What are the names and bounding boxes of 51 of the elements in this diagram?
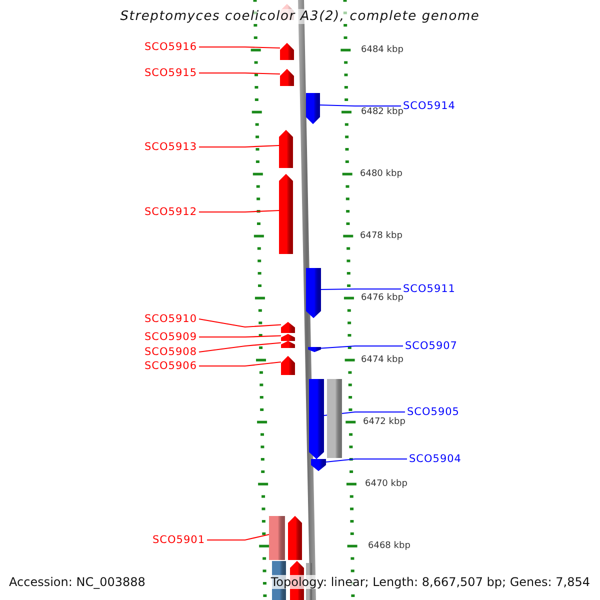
gene-label: SCO5904 [409, 453, 462, 465]
scale-label: 6474 kbp [361, 355, 404, 366]
leader-line [321, 288, 401, 290]
leader-line [198, 342, 282, 353]
gene-label: SCO5913 [144, 141, 197, 153]
info-text: Topology: linear; Length: 8,667,507 bp; Genes: 7,854 [270, 575, 590, 589]
gene-label: SCO5912 [144, 206, 197, 218]
gene-feature [308, 347, 321, 352]
gene-label: SCO5911 [403, 283, 456, 295]
gene-label: SCO5908 [144, 346, 197, 358]
gene-label: SCO5915 [144, 67, 197, 79]
leader-line [199, 72, 280, 75]
leader-line [199, 144, 280, 148]
scale-label: 6472 kbp [363, 417, 406, 428]
gene-feature [288, 516, 302, 560]
gene-label: SCO5907 [405, 340, 458, 352]
leader-line [207, 534, 270, 541]
gene-feature [281, 341, 295, 348]
gene-label: SCO5910 [144, 313, 197, 325]
leader-line [199, 46, 280, 49]
gene-feature [281, 322, 295, 333]
scale-label: 6468 kbp [368, 541, 410, 552]
gene-label: SCO5906 [144, 360, 197, 372]
gene-feature [280, 43, 294, 60]
scale-label: 6478 kbp [360, 231, 402, 242]
gene-label: SCO5901 [152, 534, 205, 546]
gene-feature [281, 356, 295, 375]
scale-label: 6470 kbp [365, 479, 408, 490]
leader-line [326, 458, 407, 463]
scale-label: 6480 kbp [360, 169, 402, 180]
info-text: Accession: NC_003888 [9, 575, 146, 589]
gene-feature [279, 174, 293, 254]
gene-label: SCO5916 [144, 41, 197, 53]
leader-line [320, 104, 401, 107]
gene-feature [281, 334, 295, 341]
leader-line [320, 345, 403, 349]
leader-line [199, 210, 280, 213]
leader-line [199, 361, 282, 367]
gene-label: SCO5909 [144, 331, 197, 343]
gene-label: SCO5905 [407, 406, 460, 418]
gene-feature [306, 93, 320, 124]
scale-label: 6476 kbp [361, 293, 404, 304]
scale-label: 6482 kbp [361, 107, 404, 118]
gene-feature [311, 459, 326, 471]
gene-label: SCO5914 [403, 100, 456, 112]
scale-label: 6484 kbp [361, 45, 404, 56]
leader-line [199, 335, 282, 338]
leader-line [198, 318, 282, 328]
gene-feature [279, 130, 293, 168]
gene-feature [306, 268, 321, 318]
gene-feature [280, 69, 294, 86]
